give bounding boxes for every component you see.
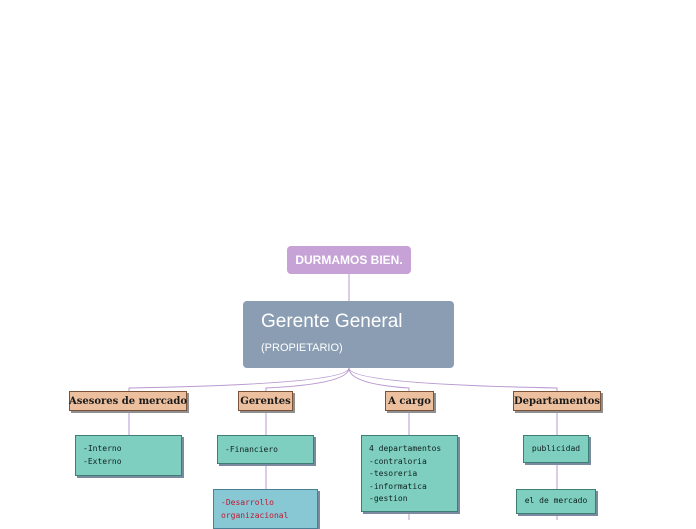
leaf-departamentos-publicidad[interactable]: publicidad (523, 435, 589, 463)
main-node[interactable]: Gerente General (PROPIETARIO) (243, 301, 454, 368)
leaf-asesores-interno-externo[interactable]: -Interno -Externo (75, 435, 182, 476)
main-node-subtitle: (PROPIETARIO) (261, 342, 343, 354)
connector-main-gerentes (265, 367, 350, 392)
main-node-title: Gerente General (261, 311, 403, 332)
connector-main-acargo (348, 367, 410, 392)
leaf-departamentos-el-de-mercado[interactable]: el de mercado (516, 489, 596, 514)
leaf-a-cargo-departamentos[interactable]: 4 departamentos -contraloria -tesoreria … (361, 435, 458, 512)
connector-main-departamentos (348, 367, 558, 392)
category-departamentos[interactable]: Departamentos (513, 391, 601, 411)
category-gerentes[interactable]: Gerentes (238, 391, 293, 411)
connector-main-asesores (128, 367, 350, 392)
leaf-gerentes-desarrollo-organizacional[interactable]: -Desarrollo organizacional (213, 489, 318, 529)
root-node[interactable]: DURMAMOS BIEN. (287, 246, 411, 274)
leaf-gerentes-financiero[interactable]: -Financiero (217, 435, 314, 464)
category-asesores-de-mercado[interactable]: Asesores de mercado (69, 391, 187, 411)
category-a-cargo[interactable]: A cargo (385, 391, 434, 411)
